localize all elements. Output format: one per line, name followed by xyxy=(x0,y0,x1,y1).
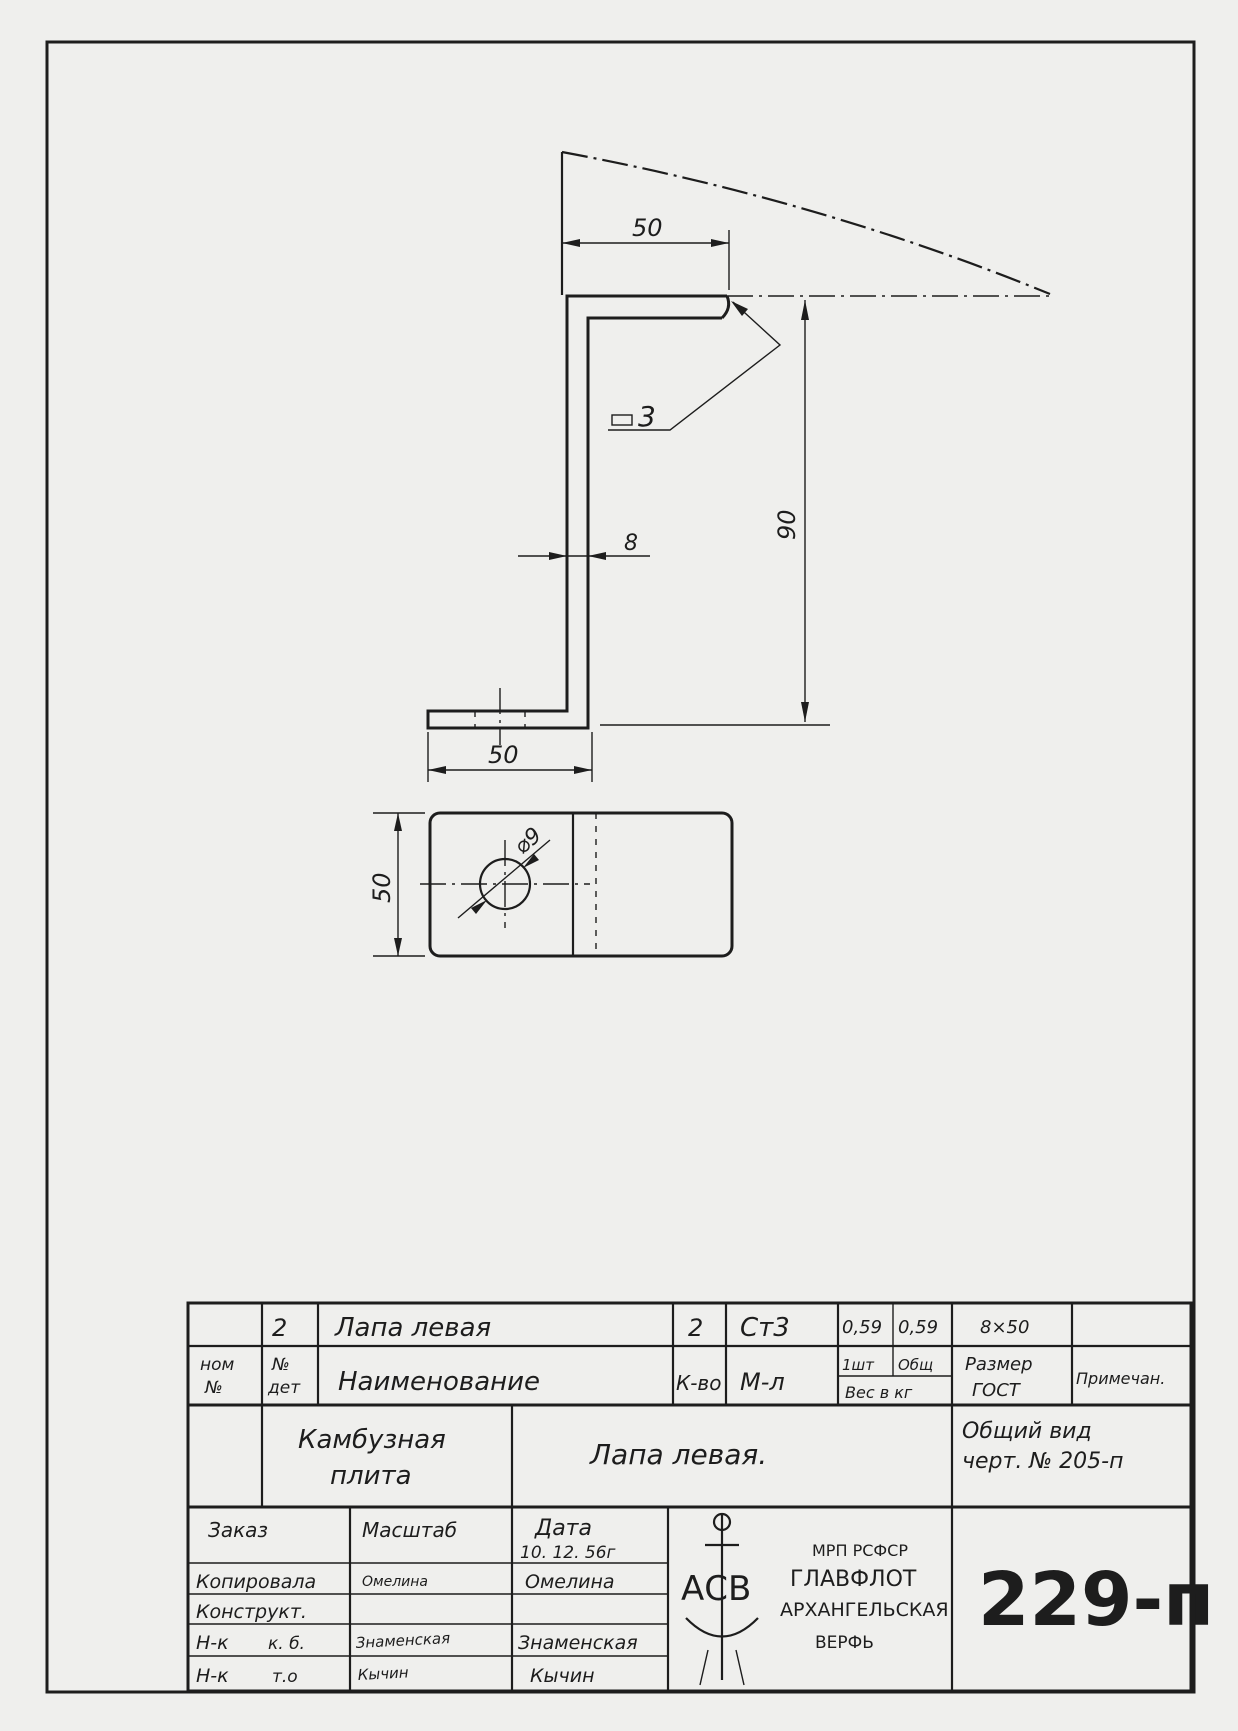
arrow-head xyxy=(428,766,446,774)
date-value: 10. 12. 56г xyxy=(520,1543,616,1563)
header-size-2: ГОСТ xyxy=(972,1380,1022,1401)
org-line-2: ГЛАВФЛОТ xyxy=(790,1567,917,1592)
name-kychin: Кычин xyxy=(530,1665,595,1687)
bracket-bend xyxy=(720,295,731,320)
role-head-to: Н-к xyxy=(196,1665,229,1687)
order-label: Заказ xyxy=(208,1518,268,1542)
arrow-head xyxy=(711,239,729,247)
drawing-number: 229-п xyxy=(978,1557,1214,1643)
header-nom-2: № xyxy=(204,1378,223,1398)
logo-text: АСВ xyxy=(681,1569,751,1609)
reference-drawing-2: черт. № 205-п xyxy=(962,1449,1124,1474)
role-designer: Конструкт. xyxy=(196,1601,307,1623)
header-det-2: дет xyxy=(267,1378,301,1398)
bracket-profile xyxy=(426,294,727,730)
arrow-head xyxy=(801,300,809,320)
header-w-total: Общ xyxy=(898,1356,933,1374)
row1-weight-total: 0,59 xyxy=(898,1317,938,1338)
header-weight: Вес в кг xyxy=(845,1383,913,1402)
org-line-1: МРП РСФСР xyxy=(812,1541,908,1560)
title-block-border xyxy=(186,1301,1193,1693)
role-head-kb-sub: к. б. xyxy=(268,1634,305,1654)
dim-height: 90 xyxy=(773,509,801,540)
arrow-head xyxy=(394,938,402,956)
assembly-name-2: плита xyxy=(330,1461,412,1491)
assembly-name-1: Камбузная xyxy=(298,1425,446,1455)
arrow-head xyxy=(731,301,748,316)
org-line-3: АРХАНГЕЛЬСКАЯ xyxy=(780,1599,949,1621)
header-det-1: № xyxy=(271,1355,290,1375)
dim-plan-width: 50 xyxy=(368,872,396,903)
header-w-unit: 1шт xyxy=(842,1356,875,1374)
arrow-head xyxy=(523,854,539,868)
plate-break-line xyxy=(561,150,1051,296)
arrow-head xyxy=(562,239,580,247)
arrow-head xyxy=(588,552,606,560)
part-title: Лапа левая. xyxy=(589,1438,767,1471)
row1-size: 8×50 xyxy=(980,1317,1029,1338)
arrow-head xyxy=(574,766,592,774)
row1-qty: 2 xyxy=(688,1314,703,1342)
dim-bottom-width: 50 xyxy=(488,741,519,769)
header-name: Наименование xyxy=(338,1367,540,1397)
plan-view: ⌀9 50 xyxy=(368,811,734,958)
scale-label: Масштаб xyxy=(362,1518,457,1542)
hole-dimension-line xyxy=(457,839,551,919)
name-znamenskaya: Знаменская xyxy=(518,1632,638,1654)
title-block: 2 Лапа левая 2 Ст3 0,59 0,59 8×50 ном № … xyxy=(186,1301,1214,1693)
arrow-head xyxy=(471,900,487,914)
row1-weight-unit: 0,59 xyxy=(842,1317,882,1338)
arrow-head xyxy=(549,552,567,560)
dim-top-width: 50 xyxy=(632,214,663,242)
signature-kychin: Кычин xyxy=(357,1663,409,1684)
header-material: М-л xyxy=(740,1368,785,1396)
weld-size: 3 xyxy=(638,400,656,433)
date-label: Дата xyxy=(534,1516,592,1541)
arrow-head xyxy=(801,702,809,722)
signature-znamenskaya: Знаменская xyxy=(355,1629,450,1652)
row1-pos: 2 xyxy=(272,1314,287,1342)
reference-drawing-1: Общий вид xyxy=(962,1419,1092,1444)
shipyard-logo: АСВ xyxy=(681,1512,759,1686)
header-qty: К-во xyxy=(676,1371,721,1395)
signature-omelina: Омелина xyxy=(362,1574,428,1590)
row1-material: Ст3 xyxy=(740,1313,790,1343)
name-omelina: Омелина xyxy=(525,1571,615,1593)
weld-symbol-icon xyxy=(611,414,633,426)
elevation-view: 50 90 8 50 3 xyxy=(426,150,1051,782)
dim-thickness: 8 xyxy=(624,531,638,556)
header-size-1: Размер xyxy=(965,1354,1033,1375)
header-nom-1: ном xyxy=(200,1355,235,1375)
arrow-head xyxy=(394,813,402,831)
weld-leader xyxy=(608,301,782,431)
role-copied: Копировала xyxy=(196,1571,316,1593)
dim-hole-diameter: ⌀9 xyxy=(510,823,547,860)
role-head-to-sub: т.о xyxy=(272,1667,298,1687)
row1-name: Лапа левая xyxy=(334,1313,491,1343)
org-line-4: ВЕРФЬ xyxy=(815,1633,874,1653)
header-note: Примечан. xyxy=(1076,1369,1165,1388)
role-head-kb: Н-к xyxy=(196,1632,229,1654)
